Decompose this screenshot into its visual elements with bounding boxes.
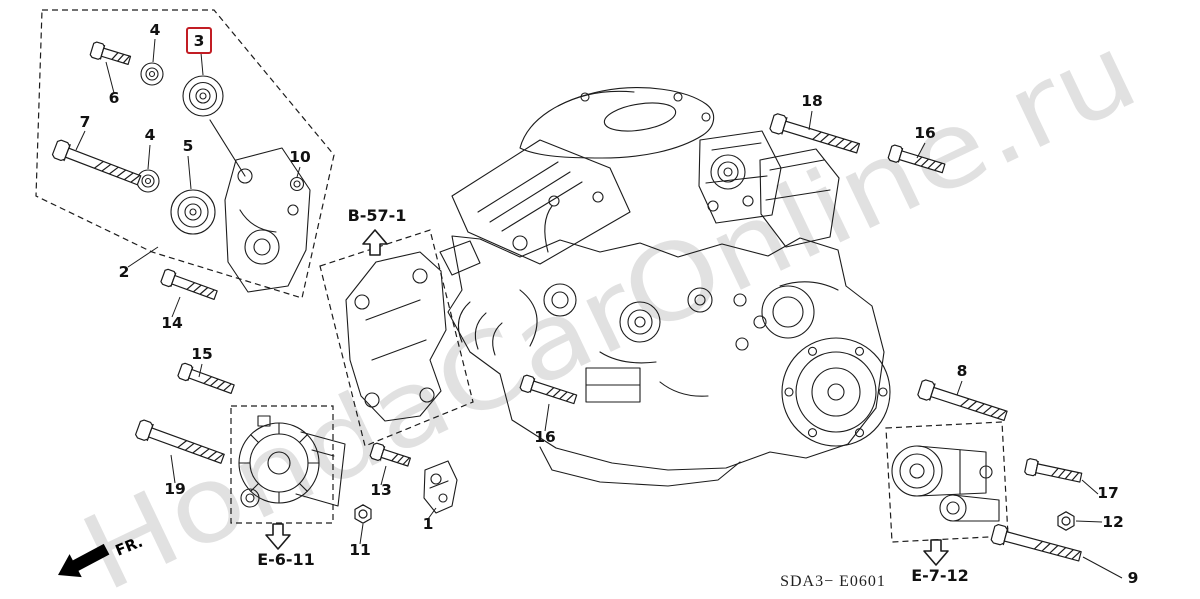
callout-6[interactable]: 6 [109,89,120,107]
starter-illustration [891,445,1000,522]
callout-7[interactable]: 7 [80,113,91,131]
ref-label-e-7-12[interactable]: E-7-12 [911,566,969,585]
callout-16a[interactable]: 16 [914,124,936,142]
tensioner-assembly [209,119,311,293]
pulley-parts [136,62,305,235]
cross-references: B-57-1 E-6-11 E-7-12 [257,206,969,585]
ref-label-b-57-1[interactable]: B-57-1 [348,206,407,225]
bracket-illustration [345,251,447,422]
callout-11[interactable]: 11 [349,541,371,559]
leader-lines [75,38,1123,579]
callout-12[interactable]: 12 [1102,513,1124,531]
front-arrow-icon [58,543,110,578]
diagram-code: SDA3− E0601 [780,573,886,590]
callout-9[interactable]: 9 [1128,569,1139,587]
callout-10[interactable]: 10 [289,148,311,166]
washer-part-4a [140,62,164,86]
callout-19[interactable]: 19 [164,480,186,498]
callout-3-highlight-box [186,27,212,54]
callout-1[interactable]: 1 [423,515,434,533]
idler-pulley-part-3 [182,75,224,117]
callout-3[interactable]: 3 [194,32,205,50]
ref-label-e-6-11[interactable]: E-6-11 [257,550,315,569]
nut-graphic-12 [1057,511,1075,531]
callout-8[interactable]: 8 [957,362,968,380]
callout-14[interactable]: 14 [161,314,183,332]
alternator-illustration [238,415,346,508]
stay-bracket-illustration [423,460,458,514]
callout-15[interactable]: 15 [191,345,213,363]
callout-4b[interactable]: 4 [145,126,156,144]
callout-4a[interactable]: 4 [150,21,161,39]
dashed-region-alternator [230,405,334,524]
dashed-region-tensioner-kit [35,9,335,299]
washer-part-10 [289,176,305,192]
part-callouts: 4 3 6 7 4 5 10 2 14 15 19 13 11 1 16 18 … [80,21,1139,587]
callout-16b[interactable]: 16 [534,428,556,446]
callout-13[interactable]: 13 [370,481,392,499]
dashed-region-bracket [319,229,474,447]
callout-2[interactable]: 2 [119,263,130,281]
callout-17[interactable]: 17 [1097,484,1119,502]
nut-graphic-11 [354,504,372,524]
engine-illustration [439,87,891,487]
callout-18[interactable]: 18 [801,92,823,110]
callout-5[interactable]: 5 [183,137,194,155]
pulley-part-5 [170,189,216,235]
